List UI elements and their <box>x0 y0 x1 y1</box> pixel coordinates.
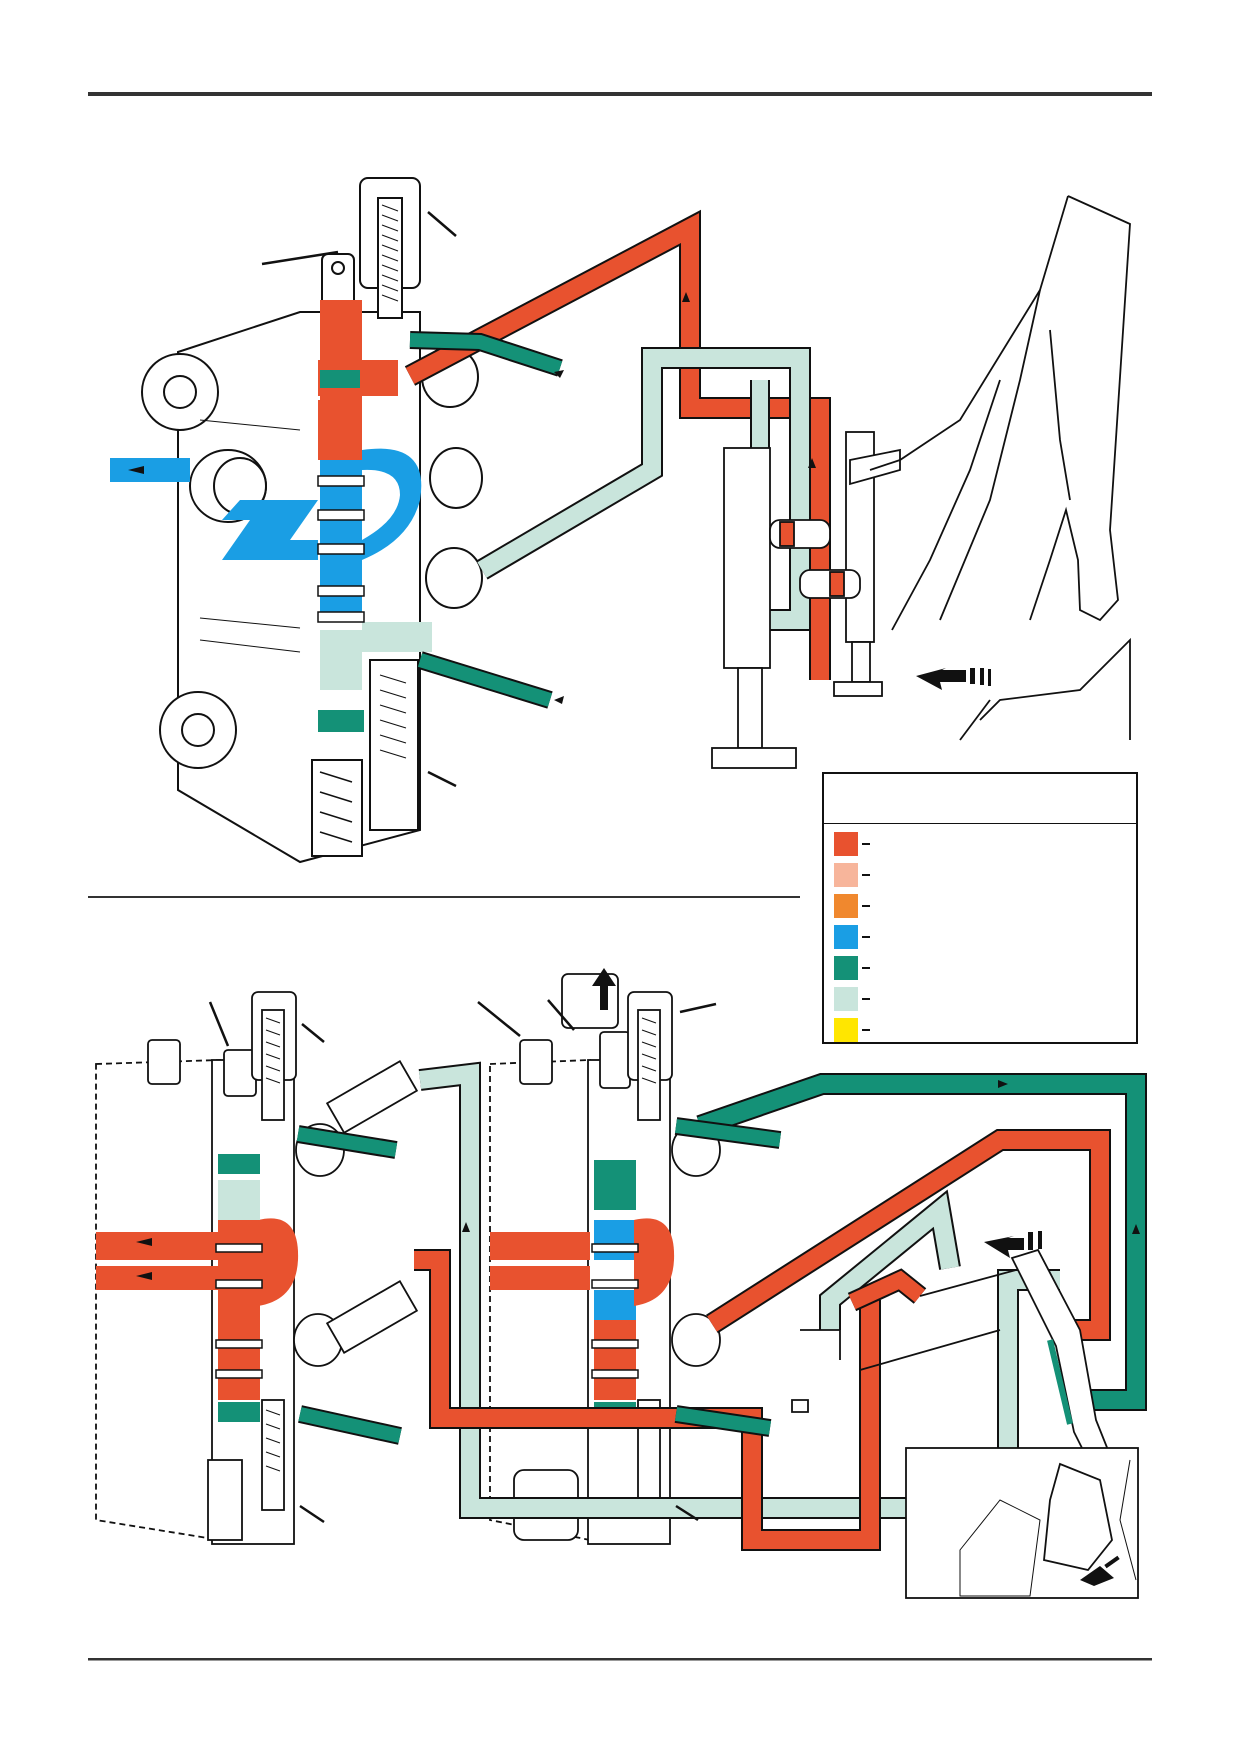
legend-tick <box>862 936 870 938</box>
lower-left-valve-passages <box>96 1154 299 1422</box>
section-divider <box>88 896 800 898</box>
legend-row-pressure-red <box>834 832 1124 856</box>
legend-tick <box>862 905 870 907</box>
upper-leader-lines <box>261 211 457 788</box>
legend-tick <box>862 967 870 969</box>
backhoe-arm-icon <box>869 195 1131 741</box>
legend-row-light-salmon <box>834 863 1124 887</box>
legend-swatch-pale-green <box>834 987 858 1011</box>
top-rule <box>88 92 1152 96</box>
legend-row-orange <box>834 894 1124 918</box>
legend-swatch-yellow <box>834 1018 858 1042</box>
flow-arrows <box>128 292 1140 1280</box>
legend-row-blue <box>834 925 1124 949</box>
legend-swatch-light-salmon <box>834 863 858 887</box>
legend-tick <box>862 843 870 845</box>
lower-right-valve-passages <box>490 1160 675 1422</box>
legend-swatch-dark-green <box>834 956 858 980</box>
legend-row-dark-green <box>834 956 1124 980</box>
legend-swatch-blue <box>834 925 858 949</box>
legend-row-pale-green <box>834 987 1124 1011</box>
bottom-rule <box>88 1658 1152 1661</box>
legend-tick <box>862 998 870 1000</box>
legend-box <box>822 772 1138 1044</box>
legend-swatch-pressure-red <box>834 832 858 856</box>
stabiliser-leg-icon <box>711 431 901 769</box>
legend-tick <box>862 874 870 876</box>
legend-row-yellow <box>834 1018 1124 1042</box>
lower-leader-lines <box>208 999 717 1524</box>
upper-valve-passages <box>110 300 432 732</box>
legend-tick <box>862 1029 870 1031</box>
upper-motion-arrow-icon <box>916 668 991 690</box>
legend-swatch-orange <box>834 894 858 918</box>
lower-motion-arrow-icon <box>984 1231 1120 1586</box>
lower-lines <box>296 1061 1147 1551</box>
upper-valve-block-icon <box>141 177 483 864</box>
lower-up-arrow-icon <box>592 968 616 1010</box>
legend-title-area <box>824 774 1136 824</box>
